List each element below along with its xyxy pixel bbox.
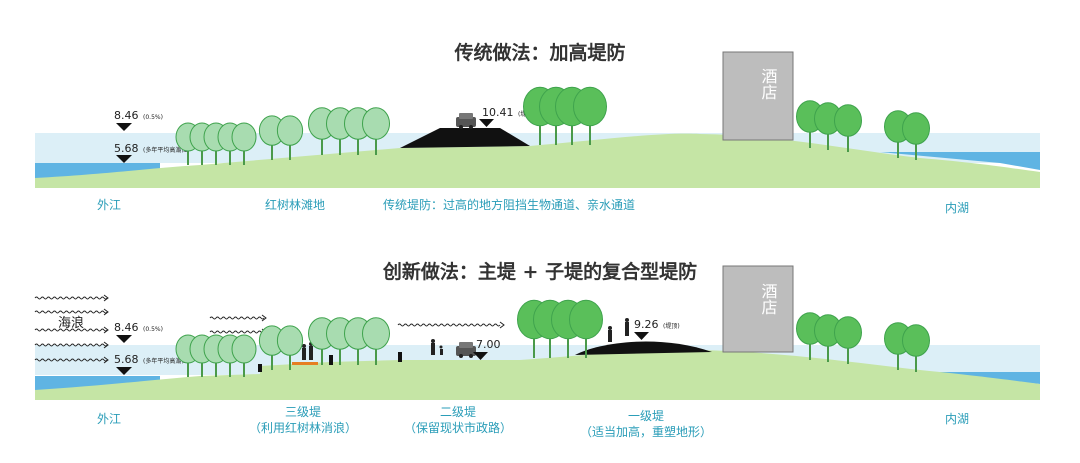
level-846-note: (0.5%) bbox=[143, 326, 163, 333]
tree-group bbox=[175, 299, 930, 377]
ground bbox=[35, 133, 1040, 188]
bottom-title: 创新做法：主堤 + 子堤的复合型堤防 bbox=[382, 261, 698, 283]
tree-icon bbox=[834, 316, 862, 364]
tree-icon bbox=[834, 104, 862, 152]
people-icon bbox=[302, 318, 629, 360]
label-traditional-dike: 传统堤防：过高的地方阻挡生物通道、亲水通道 bbox=[383, 198, 636, 212]
tree-icon bbox=[902, 324, 930, 372]
wave-arrow-icon bbox=[261, 314, 267, 322]
label-second-dike: 二级堤 （保留现状市政路） bbox=[398, 404, 518, 436]
first-dike-note: （适当加高，重塑地形） bbox=[579, 425, 712, 439]
hotel-building bbox=[722, 265, 794, 353]
bench bbox=[292, 362, 318, 365]
wave-arrow-icon bbox=[103, 341, 109, 349]
tree-icon bbox=[258, 325, 286, 370]
level-846-value: 8.46 bbox=[114, 109, 139, 122]
tree-icon bbox=[569, 299, 603, 358]
wave-line bbox=[209, 316, 265, 320]
second-dike-title: 二级堤 bbox=[439, 405, 476, 419]
inner-lake-water bbox=[880, 372, 1040, 384]
wave-arrow-icon bbox=[103, 294, 109, 302]
tree-icon bbox=[362, 107, 390, 155]
car-icon bbox=[456, 342, 476, 358]
level-568-note: (多年平均高潮位) bbox=[143, 357, 190, 365]
level-568-value: 5.68 bbox=[114, 353, 139, 366]
wave-arrow-icon bbox=[103, 356, 109, 364]
wave-line bbox=[34, 310, 108, 314]
wave-label: 海浪 bbox=[58, 316, 84, 331]
ground bbox=[35, 349, 1040, 400]
traditional-dike bbox=[400, 128, 530, 148]
tree-icon bbox=[231, 122, 257, 165]
wave-line bbox=[34, 328, 108, 332]
car-icon bbox=[456, 113, 476, 129]
hotel-label-top: 酒店 bbox=[759, 68, 778, 100]
hotel-label-bottom: 酒店 bbox=[759, 283, 778, 315]
level-846-value: 8.46 bbox=[114, 321, 139, 334]
level-846-marker bbox=[116, 123, 132, 131]
level-1041-marker bbox=[479, 119, 494, 127]
main-dike bbox=[575, 341, 712, 355]
level-568-marker bbox=[116, 155, 132, 163]
wave-line bbox=[397, 323, 501, 327]
label-outer-river-top: 外江 bbox=[97, 198, 122, 212]
wave-line bbox=[209, 330, 265, 334]
level-568-marker bbox=[116, 367, 132, 375]
wave-arrow-icon bbox=[103, 308, 109, 316]
wave-arrow-icon bbox=[499, 321, 505, 329]
level-1041-value: 10.41 bbox=[482, 106, 514, 119]
label-first-dike: 一级堤 （适当加高，重塑地形） bbox=[574, 408, 718, 440]
wave-arrow-icon bbox=[103, 326, 109, 334]
level-568-value: 5.68 bbox=[114, 142, 139, 155]
level-926-marker bbox=[634, 332, 649, 340]
tree-icon bbox=[362, 317, 390, 365]
tree-group bbox=[175, 86, 930, 165]
label-mangrove: 红树林滩地 bbox=[265, 198, 326, 212]
tree-icon bbox=[276, 115, 304, 160]
label-outer-river-bottom: 外江 bbox=[97, 412, 122, 426]
wave-line bbox=[34, 296, 108, 300]
tree-icon bbox=[902, 112, 930, 160]
third-dike-wall bbox=[258, 364, 262, 372]
inner-lake-water bbox=[880, 152, 1040, 170]
label-inner-lake-bottom: 内湖 bbox=[945, 412, 970, 426]
tree-icon bbox=[276, 325, 304, 370]
second-dike-wall-b bbox=[398, 352, 402, 362]
third-dike-note: （利用红树林消浪） bbox=[248, 421, 357, 435]
hotel-building bbox=[722, 51, 794, 141]
traditional-section-diagram: 8.46 (0.5%) 5.68 (多年平均高潮位) 10.41 (堤顶) 酒店 bbox=[35, 51, 1040, 188]
label-inner-lake-top: 内湖 bbox=[945, 201, 970, 215]
tree-icon bbox=[231, 334, 257, 377]
top-title: 传统做法：加高堤防 bbox=[454, 42, 626, 64]
first-dike-title: 一级堤 bbox=[627, 409, 664, 423]
level-846-note: (0.5%) bbox=[143, 114, 163, 121]
wave-line bbox=[34, 343, 108, 347]
level-568-note: (多年平均高潮位) bbox=[143, 146, 190, 154]
innovative-section-diagram: 酒店 海浪 8.46 (0.5%) 5.68 (多年平均高潮位) 7.00 9.… bbox=[34, 265, 1040, 400]
second-dike-wall bbox=[329, 355, 333, 365]
second-dike-note: （保留现状市政路） bbox=[403, 421, 512, 435]
third-dike-title: 三级堤 bbox=[284, 405, 321, 419]
level-926-note: (堤顶) bbox=[663, 322, 680, 330]
level-700-value: 7.00 bbox=[476, 338, 501, 351]
level-700-marker bbox=[473, 352, 488, 360]
level-846-marker bbox=[116, 335, 132, 343]
level-926-value: 9.26 bbox=[634, 318, 659, 331]
tree-icon bbox=[573, 86, 607, 145]
label-third-dike: 三级堤 （利用红树林消浪） bbox=[240, 404, 366, 436]
wave-line bbox=[34, 358, 108, 362]
wave-lines bbox=[34, 294, 505, 364]
